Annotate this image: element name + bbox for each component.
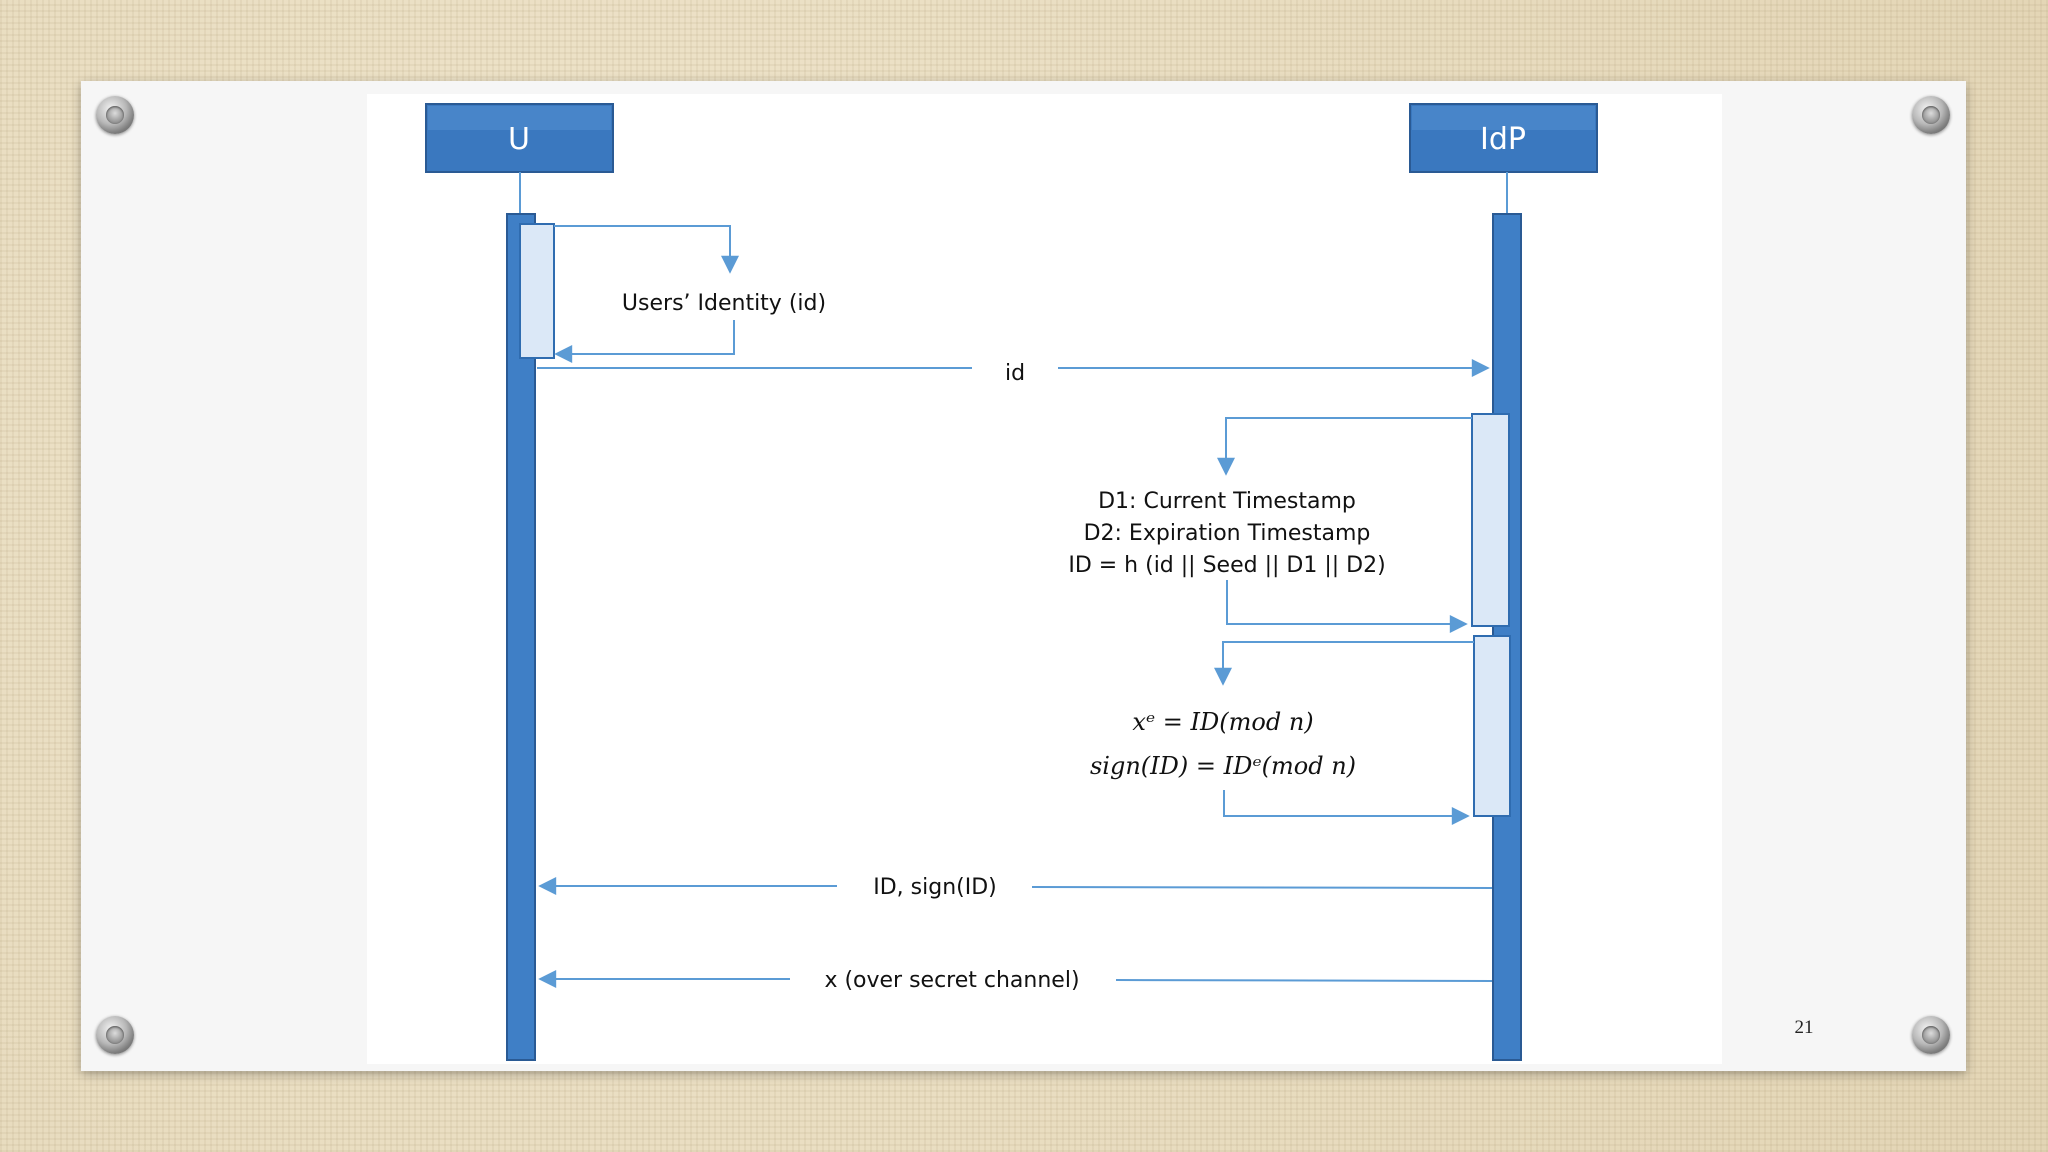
- message-secret-channel: x (over secret channel): [824, 968, 1079, 993]
- message-d2: D2: Expiration Timestamp: [1084, 521, 1371, 546]
- message-id-sign: ID, sign(ID): [873, 875, 997, 900]
- grommet-bottom-right-icon: [1912, 1016, 1950, 1054]
- self-arrow-idp-2-out: [1214, 641, 1474, 686]
- arrow-id-sign-segment-right: [1031, 886, 1493, 889]
- equation-x-e: xᵉ = ID(mod n): [1132, 708, 1313, 736]
- activation-u: [519, 223, 555, 359]
- grommet-bottom-left-icon: [96, 1016, 134, 1054]
- self-arrow-u-out: [554, 225, 739, 274]
- activation-idp-1: [1471, 413, 1510, 627]
- equation-sign: sign(ID) = IDᵉ(mod n): [1090, 752, 1356, 780]
- actor-idp: IdP: [1409, 103, 1598, 173]
- message-d1: D1: Current Timestamp: [1098, 489, 1356, 514]
- message-id-hash: ID = h (id || Seed || D1 || D2): [1068, 553, 1385, 578]
- self-arrow-idp-2-return: [1223, 790, 1470, 825]
- self-arrow-idp-1-out: [1217, 417, 1472, 476]
- page-number: 21: [1795, 1017, 1814, 1038]
- grommet-top-right-icon: [1912, 96, 1950, 134]
- message-user-identity: Users’ Identity (id): [622, 291, 826, 316]
- activation-idp-2: [1473, 635, 1511, 817]
- message-id: id: [1005, 361, 1025, 386]
- self-arrow-idp-1-return: [1226, 580, 1468, 633]
- actor-idp-label: IdP: [1480, 122, 1526, 157]
- self-arrow-u-return: [554, 320, 735, 363]
- arrow-secret-segment-right: [1115, 979, 1493, 982]
- actor-u-label: U: [508, 122, 530, 157]
- grommet-top-left-icon: [96, 96, 134, 134]
- actor-u: U: [425, 103, 614, 173]
